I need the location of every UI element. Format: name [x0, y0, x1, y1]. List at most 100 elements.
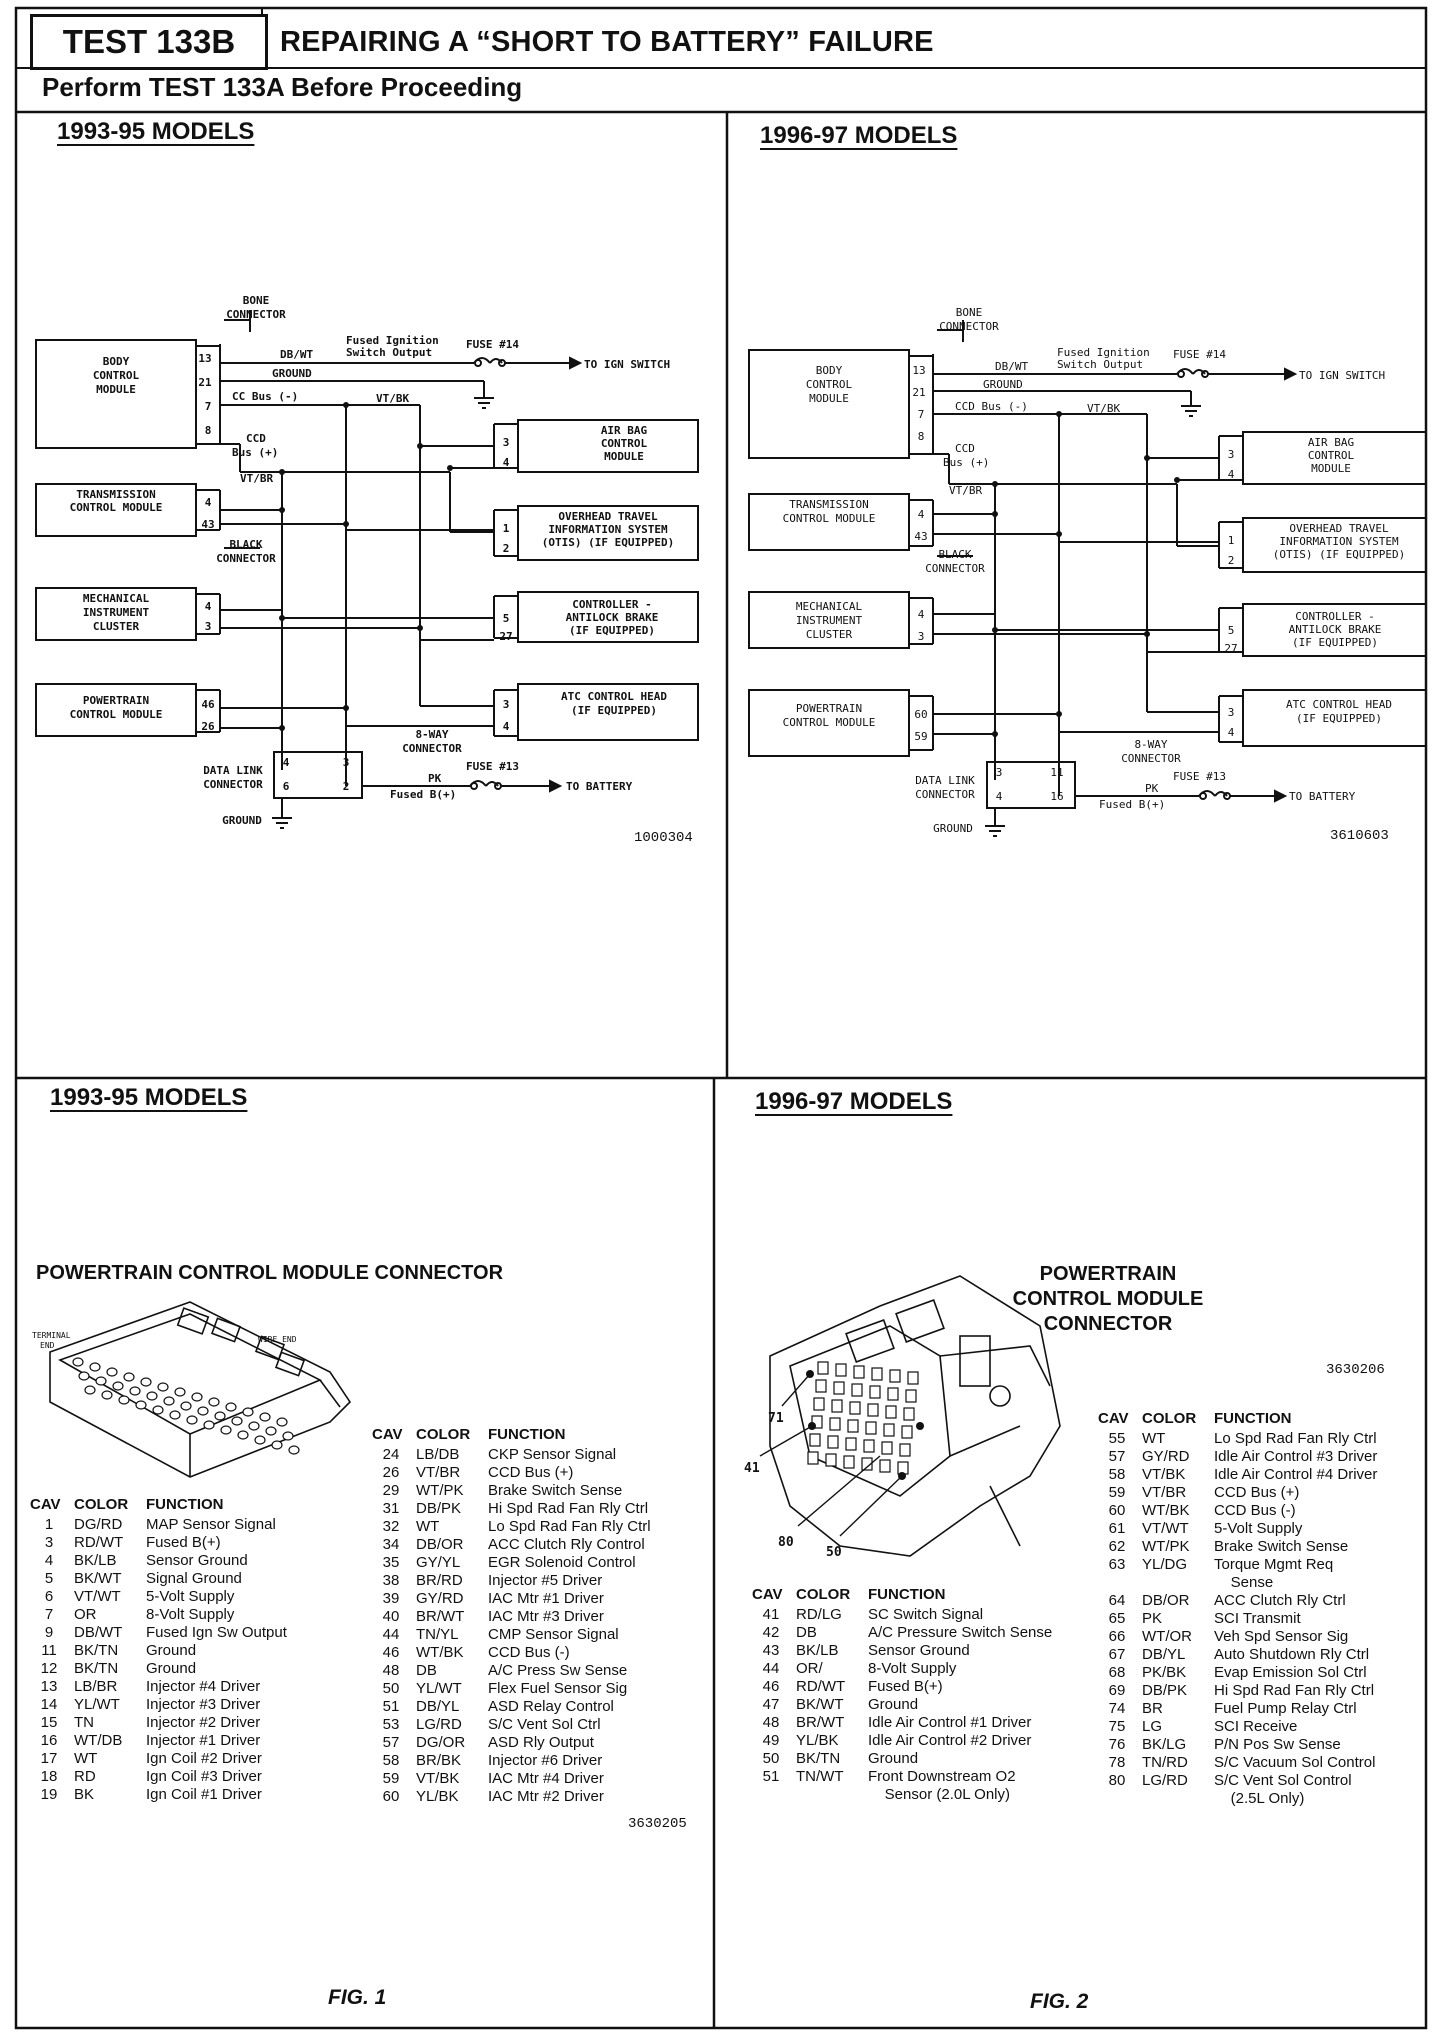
pin-hole: [118, 1395, 130, 1405]
cell-function: CCD Bus (-): [1214, 1502, 1296, 1519]
col-header-cav: CAV: [30, 1496, 61, 1513]
cell-color: OR: [74, 1606, 97, 1623]
label: CONNECTOR: [203, 778, 263, 791]
label: AIR BAG: [601, 424, 648, 437]
cell-function: IAC Mtr #2 Driver: [488, 1788, 604, 1805]
label: FUSE #14: [466, 338, 519, 351]
pin-hole: [849, 1401, 861, 1415]
label: (OTIS) (IF EQUIPPED): [542, 536, 674, 549]
cell-color: YL/WT: [416, 1680, 462, 1697]
figure-ref: 3630206: [1326, 1362, 1385, 1378]
pin-hole: [825, 1453, 837, 1467]
pin: 60: [914, 708, 927, 721]
cell-cav: 48: [382, 1662, 400, 1679]
cell-cav: 3: [44, 1534, 54, 1551]
cell-cav: 50: [762, 1750, 780, 1767]
label: Switch Output: [346, 346, 432, 359]
figure-ref: 3630205: [628, 1816, 687, 1832]
col-header-function: FUNCTION: [1214, 1410, 1292, 1427]
pin-hole: [242, 1407, 254, 1417]
cell-function: Injector #2 Driver: [146, 1714, 261, 1731]
cell-function: Ground: [868, 1750, 919, 1767]
label: CCD: [246, 432, 266, 445]
pin-hole: [106, 1367, 118, 1377]
label: VT/BK: [1087, 402, 1120, 415]
cell-color: TN/WT: [796, 1768, 844, 1785]
pin-hole: [186, 1415, 198, 1425]
pin-hole: [265, 1426, 277, 1436]
col-header-cav: CAV: [372, 1426, 403, 1443]
pin: 1: [1228, 534, 1235, 547]
label: ATC CONTROL HEAD: [561, 690, 667, 703]
label: CONTROL MODULE: [70, 501, 163, 514]
label: TRANSMISSION: [789, 498, 868, 511]
label: CONTROL MODULE: [783, 512, 876, 525]
pin: 11: [1050, 766, 1063, 779]
cell-cav: 58: [382, 1752, 400, 1769]
pin-hole: [883, 1423, 895, 1437]
cell-color: LB/BR: [74, 1678, 118, 1695]
label: TO IGN SWITCH: [1299, 369, 1385, 382]
cell-color: BR: [1142, 1700, 1163, 1717]
pin-hole: [95, 1376, 107, 1386]
cell-cav: 47: [762, 1696, 780, 1713]
label: CONTROL: [93, 369, 140, 382]
cell-cav: 46: [382, 1644, 400, 1661]
cell-function: IAC Mtr #3 Driver: [488, 1608, 604, 1625]
cell-color: BR/RD: [416, 1572, 463, 1589]
col-header-cav: CAV: [1098, 1410, 1129, 1427]
page-title: REPAIRING A “SHORT TO BATTERY” FAILURE: [280, 26, 934, 58]
cell-color: VT/WT: [74, 1588, 121, 1605]
label: OVERHEAD TRAVEL: [1289, 522, 1389, 535]
pin-hole: [815, 1379, 827, 1393]
label: GROUND: [983, 378, 1023, 391]
label: WIRE END: [258, 1335, 297, 1344]
label: BLACK: [938, 548, 971, 561]
cell-cav: 60: [382, 1788, 400, 1805]
pin-hole: [807, 1451, 819, 1465]
cell-cav: 7: [44, 1606, 54, 1623]
connector-title: POWERTRAIN CONTROL MODULE CONNECTOR: [978, 1262, 1238, 1337]
pin: 3: [918, 630, 925, 643]
cell-cav: 58: [1108, 1466, 1126, 1483]
cell-function: ASD Relay Control: [488, 1698, 614, 1715]
cell-color: DB: [796, 1624, 817, 1641]
title-line: POWERTRAIN: [1039, 1263, 1177, 1285]
label: MECHANICAL: [83, 592, 150, 605]
cell-function: SC Switch Signal: [868, 1606, 984, 1623]
cell-color: YL/BK: [796, 1732, 839, 1749]
pin: 4: [283, 756, 290, 769]
pin: 4: [205, 600, 212, 613]
label: TO BATTERY: [1289, 790, 1356, 803]
cell-color: WT/PK: [1142, 1538, 1190, 1555]
label: MECHANICAL: [796, 600, 863, 613]
cell-color: VT/BK: [1142, 1466, 1186, 1483]
cell-color: BK/LG: [1142, 1736, 1187, 1753]
label: Switch Output: [1057, 358, 1143, 371]
pin-hole: [867, 1403, 879, 1417]
cell-function: Fused B(+): [868, 1678, 943, 1695]
cell-cav: 66: [1108, 1628, 1126, 1645]
label: GROUND: [222, 814, 262, 827]
label: MODULE: [1311, 462, 1351, 475]
cell-cav: 75: [1108, 1718, 1126, 1735]
col-header-function: FUNCTION: [488, 1426, 566, 1443]
figure-caption: FIG. 1: [328, 1986, 387, 2009]
cell-color: WT/OR: [1142, 1628, 1192, 1645]
col-header-color: COLOR: [74, 1496, 129, 1513]
cell-color: DB/PK: [416, 1500, 462, 1517]
cell-function: Hi Spd Rad Fan Rly Ctrl: [488, 1500, 649, 1517]
